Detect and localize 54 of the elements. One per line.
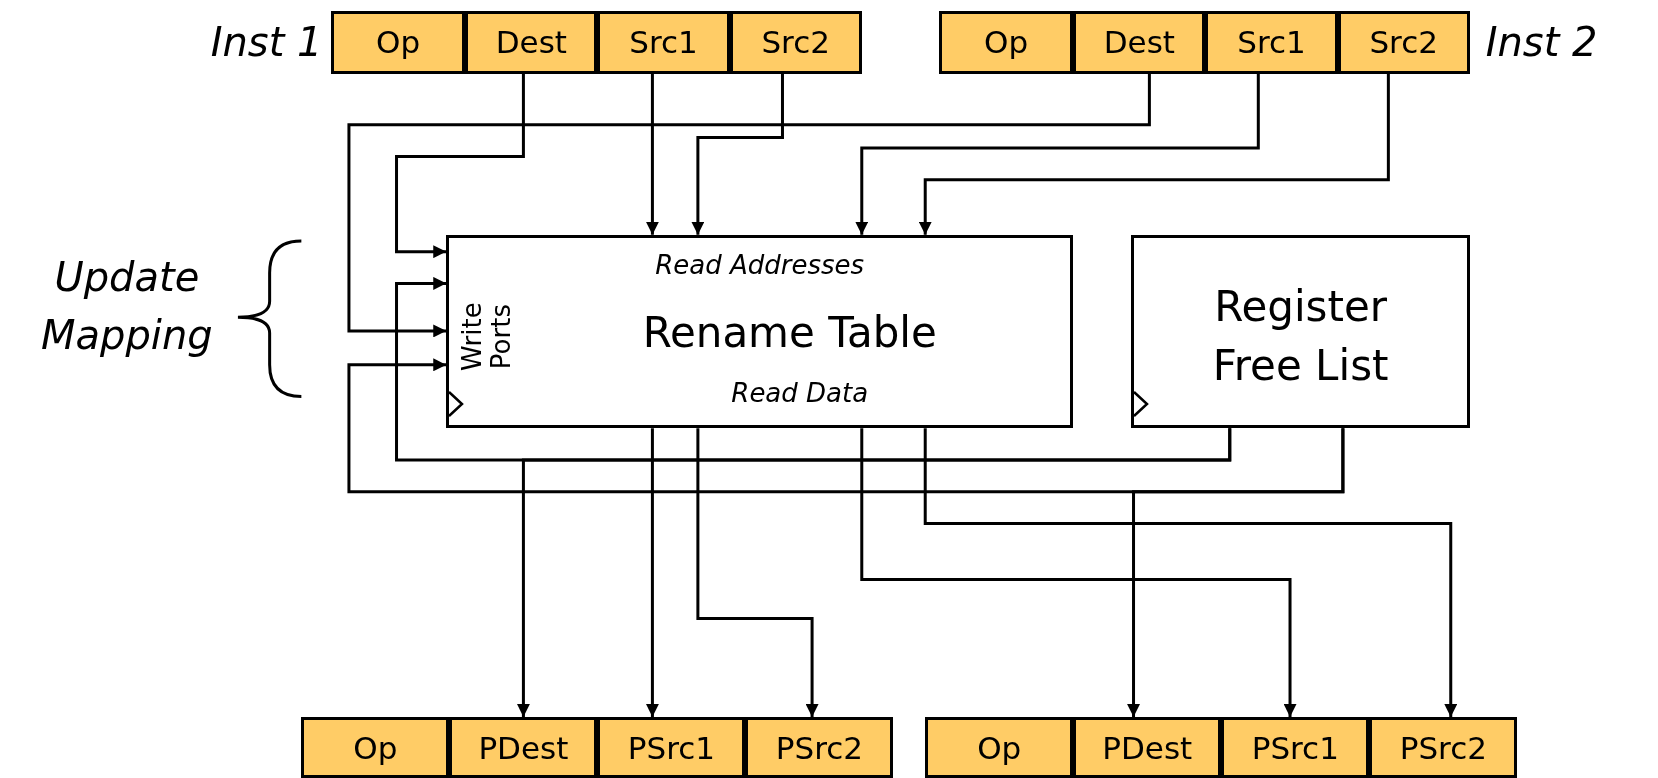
field-cell	[745, 716, 894, 778]
field-cell	[597, 716, 746, 778]
field-label: PDest	[1102, 729, 1193, 766]
read-data-label: Read Data	[730, 377, 870, 408]
field-cell	[1369, 716, 1518, 778]
field-label: PSrc2	[775, 729, 864, 766]
field-cell	[449, 716, 598, 778]
field-label: Op	[977, 729, 1022, 766]
free-list-title: Register Free List	[1211, 280, 1390, 392]
arrow	[691, 74, 784, 235]
field-label: PDest	[478, 729, 569, 766]
field-cell	[1337, 10, 1470, 74]
free-list-box	[1131, 234, 1470, 429]
field-cell	[597, 10, 730, 74]
field-label: Op	[984, 24, 1029, 61]
field-label: Dest	[1103, 24, 1175, 61]
arrow	[696, 428, 819, 717]
field-cell	[330, 10, 466, 74]
field-label: Dest	[495, 24, 567, 61]
arrow	[860, 428, 1297, 717]
field-label: Src2	[761, 24, 830, 61]
field-label: PSrc1	[627, 729, 716, 766]
field-cell	[1073, 10, 1206, 74]
field-label: Src1	[629, 24, 698, 61]
arrow	[645, 428, 659, 717]
side-label: Update Mapping	[40, 253, 214, 361]
field-cell	[1221, 716, 1370, 778]
field-cell	[1073, 716, 1222, 778]
field-label: Op	[376, 24, 421, 61]
arrow	[395, 74, 525, 259]
read-addresses-label: Read Addresses	[654, 249, 866, 280]
arrow	[923, 428, 1458, 717]
rename-table-box	[446, 234, 1074, 429]
instruction-label: Inst 2	[1485, 17, 1599, 67]
arrow	[516, 428, 1232, 717]
arrow	[1127, 428, 1345, 717]
arrow	[347, 74, 1151, 338]
field-label: PSrc1	[1251, 729, 1339, 766]
arrow	[918, 74, 1390, 235]
instruction-label: Inst 1	[209, 17, 323, 67]
field-cell	[465, 10, 598, 74]
field-cell	[938, 10, 1074, 74]
field-label: PSrc2	[1399, 729, 1487, 766]
arrow	[645, 74, 659, 235]
field-cell	[1205, 10, 1338, 74]
field-label: Op	[353, 729, 398, 766]
write-ports-label: Write Ports	[458, 301, 516, 373]
field-label: Src1	[1237, 24, 1306, 61]
field-label: Src2	[1369, 24, 1438, 61]
arrow	[855, 74, 1260, 235]
field-cell	[301, 716, 450, 778]
table-title: Rename Table	[641, 307, 938, 357]
field-cell	[729, 10, 862, 74]
field-cell	[925, 716, 1074, 778]
